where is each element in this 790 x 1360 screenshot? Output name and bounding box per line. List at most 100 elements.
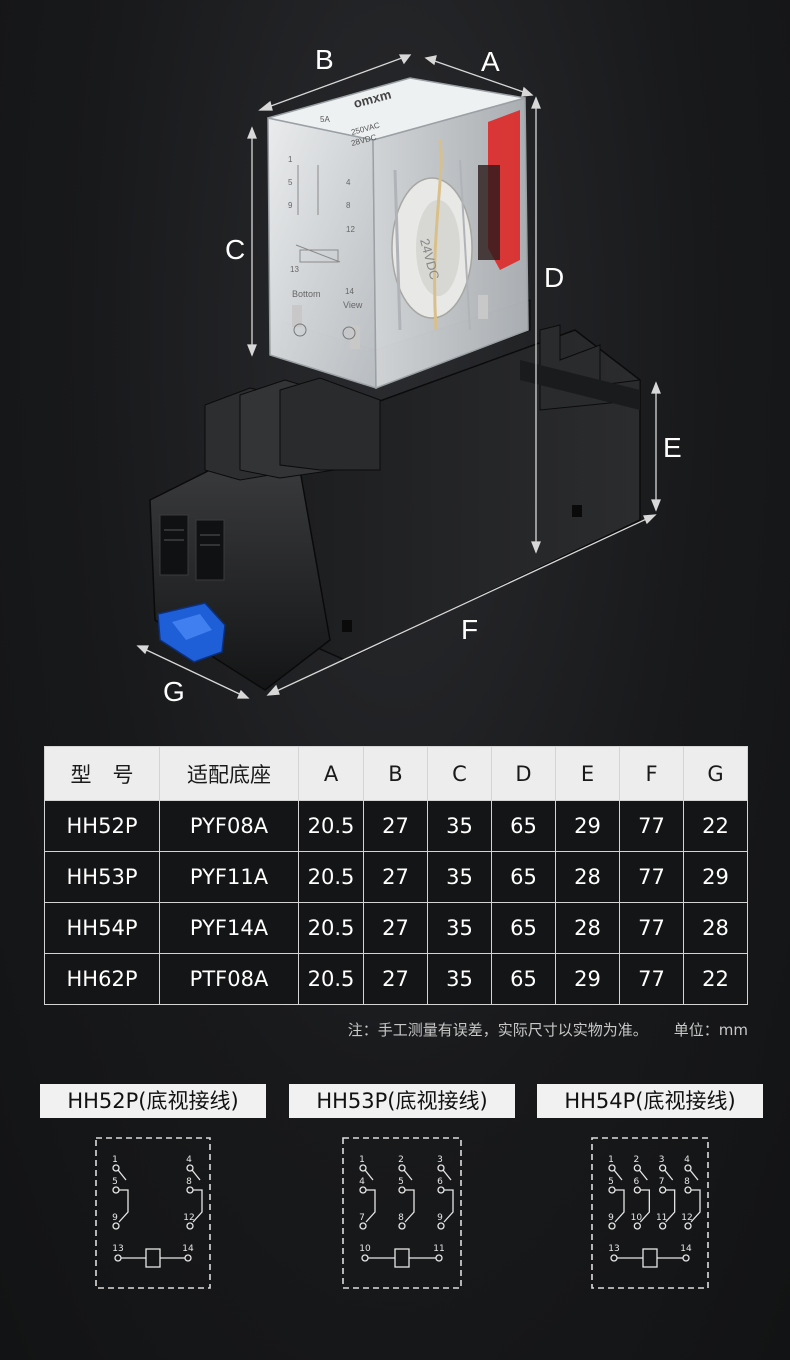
table-cell: 77 [619, 851, 684, 903]
coil-terminal [114, 1254, 122, 1262]
contact-arm [403, 1169, 413, 1181]
coil-symbol [394, 1248, 410, 1268]
table-cell: 29 [683, 851, 748, 903]
dimension-label-a: A [481, 46, 500, 77]
table-cell: 20.5 [298, 800, 364, 852]
table-cell: HH62P [44, 953, 160, 1005]
rating-label-1: 5A [320, 115, 330, 124]
pin-number: 1 [112, 1155, 118, 1165]
contact-arm [191, 1169, 201, 1181]
pin-number: 12 [681, 1213, 692, 1223]
coil-terminal [682, 1254, 690, 1262]
note-text: 注：手工测量有误差，实际尺寸以实物为准。 [347, 1021, 648, 1039]
dimension-label-g: G [163, 676, 185, 707]
pin-terminal [684, 1186, 692, 1194]
coil-terminal [361, 1254, 369, 1262]
wiring-title: HH52P(底视接线) [40, 1084, 266, 1118]
pin-number: 11 [656, 1213, 667, 1223]
table-cell: HH54P [44, 902, 160, 954]
coil-terminal [184, 1254, 192, 1262]
table-cell: 35 [427, 953, 492, 1005]
table-cell: 22 [683, 800, 748, 852]
contact-arm [364, 1169, 374, 1181]
pin-number: 4 [359, 1177, 365, 1187]
pin-terminal [633, 1164, 641, 1172]
table-cell: 65 [491, 851, 556, 903]
table-cell: 20.5 [298, 953, 364, 1005]
pin-label: 13 [290, 265, 299, 274]
pin-number: 6 [437, 1177, 443, 1187]
dimension-label-f: F [461, 614, 479, 645]
wiring-outline [591, 1137, 709, 1289]
pin-number: 10 [359, 1244, 371, 1254]
pin-number: 7 [359, 1213, 365, 1223]
view-label: View [343, 300, 363, 310]
contact-link [614, 1189, 625, 1223]
contact-link [690, 1189, 701, 1223]
pin-label: 14 [345, 287, 354, 296]
contact-arm [689, 1169, 699, 1181]
wiring-outline [342, 1137, 462, 1289]
unit-text: 单位：mm [673, 1021, 748, 1039]
table-cell: 29 [555, 953, 620, 1005]
table-header-row: 型 号 适配底座 A B C D E F G [44, 746, 748, 801]
pin-terminal [398, 1222, 406, 1230]
table-cell: PYF14A [159, 902, 299, 954]
pin-terminal [359, 1222, 367, 1230]
table-row: HH52P PYF08A 20.5 27 35 65 29 77 22 [44, 800, 748, 852]
coil-symbol [642, 1248, 658, 1268]
pin-number: 1 [608, 1155, 614, 1165]
contact-link [192, 1189, 203, 1223]
bottom-label: Bottom [292, 289, 321, 299]
pin-number: 3 [659, 1155, 665, 1165]
pin-terminal [186, 1164, 194, 1172]
pin-terminal [437, 1186, 445, 1194]
table-cell: PYF11A [159, 851, 299, 903]
pin-terminal [659, 1222, 667, 1230]
pin-number: 9 [437, 1213, 443, 1223]
table-cell: PTF08A [159, 953, 299, 1005]
contact-link [443, 1189, 454, 1223]
table-cell: 28 [555, 851, 620, 903]
pin-terminal [359, 1186, 367, 1194]
table-cell: 28 [683, 902, 748, 954]
socket-base [149, 324, 641, 691]
table-cell: HH53P [44, 851, 160, 903]
table-cell: 28 [555, 902, 620, 954]
pin-label: 5 [288, 178, 293, 187]
table-cell: PYF08A [159, 800, 299, 852]
pin-terminal [398, 1164, 406, 1172]
pin-terminal [112, 1164, 120, 1172]
table-cell: 65 [491, 953, 556, 1005]
pin-number: 5 [112, 1177, 118, 1187]
contact-arm [664, 1169, 674, 1181]
header-model: 型 号 [44, 746, 160, 801]
pin-number: 14 [182, 1244, 194, 1254]
table-row: HH62P PTF08A 20.5 27 35 65 29 77 22 [44, 953, 748, 1005]
pin-number: 3 [437, 1155, 443, 1165]
table-cell: 22 [683, 953, 748, 1005]
header-b: B [363, 746, 428, 801]
pin-terminal [437, 1164, 445, 1172]
table-cell: 65 [491, 800, 556, 852]
pin-terminal [359, 1164, 367, 1172]
pin-number: 2 [633, 1155, 639, 1165]
pin-label: 1 [288, 155, 293, 164]
header-socket: 适配底座 [159, 746, 299, 801]
dimension-lines [136, 54, 661, 699]
dimension-label-d: D [544, 262, 565, 293]
pin-terminal [398, 1186, 406, 1194]
pin-number: 4 [684, 1155, 690, 1165]
measurement-note: 注：手工测量有误差，实际尺寸以实物为准。 单位：mm [348, 1019, 748, 1040]
pin-number: 1 [359, 1155, 365, 1165]
contact-link [365, 1189, 376, 1223]
contact-link [639, 1189, 650, 1223]
pin-terminal [186, 1222, 194, 1230]
coil-symbol [145, 1248, 161, 1268]
wiring-title: HH53P(底视接线) [289, 1084, 515, 1118]
pin-number: 2 [398, 1155, 404, 1165]
